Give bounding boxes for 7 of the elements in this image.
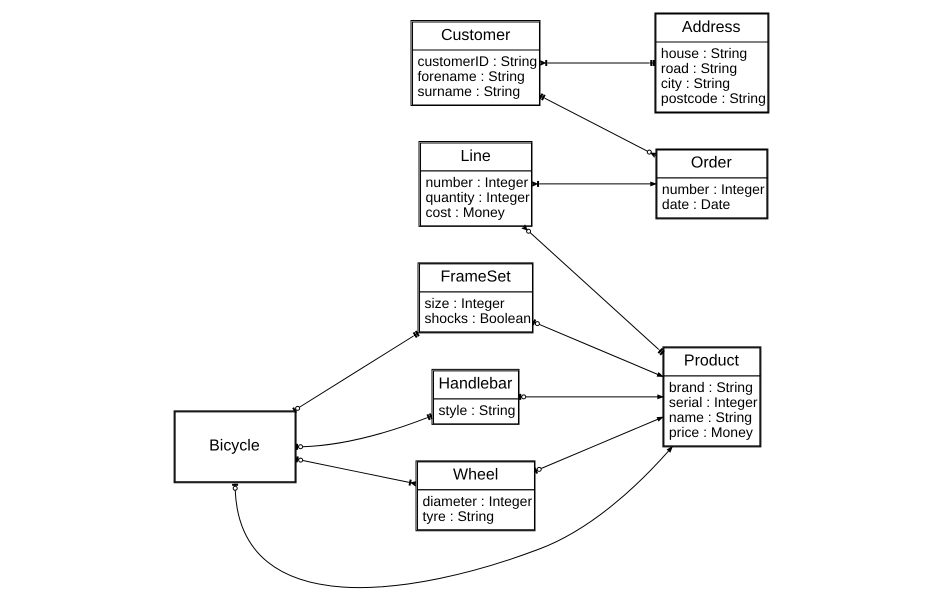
arrow: [532, 318, 664, 377]
connector: [520, 224, 664, 355]
arrow: [531, 180, 657, 186]
arrow: [533, 416, 664, 474]
connector: [538, 92, 657, 158]
connector: [539, 59, 655, 66]
arrow: [518, 393, 664, 400]
